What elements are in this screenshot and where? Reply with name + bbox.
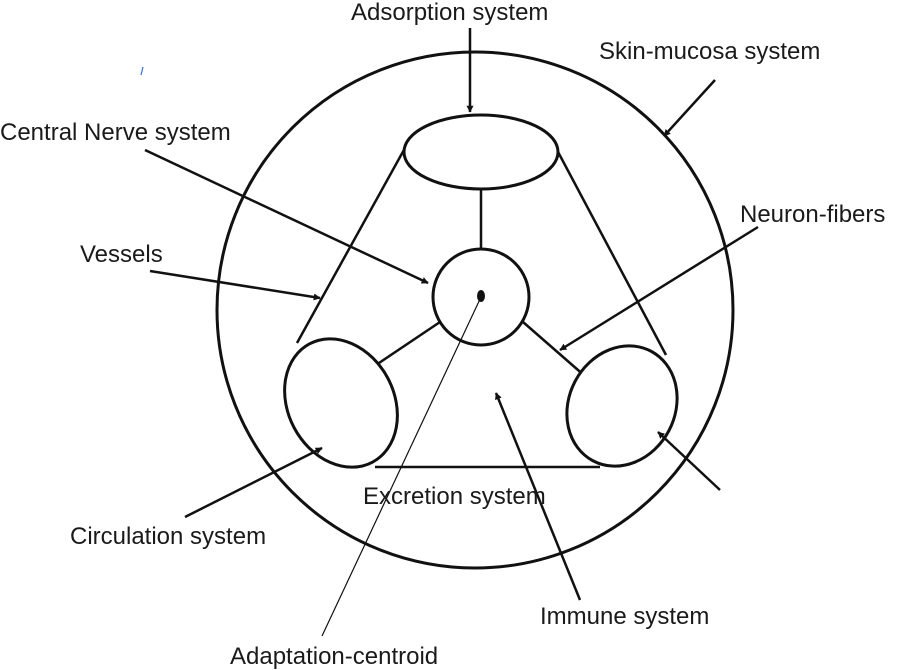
arrow-vessels <box>149 269 321 301</box>
label-adaptation-centroid: Adaptation-centroid <box>230 643 438 670</box>
label-immune-system: Immune system <box>540 603 709 630</box>
triangle-right-edge <box>555 149 668 356</box>
arrow-right-ellipse <box>657 431 721 491</box>
label-neuron-fibers: Neuron-fibers <box>740 201 885 228</box>
label-adsorption-system: Adsorption system <box>351 0 548 26</box>
arrow-central-nerve <box>144 148 429 285</box>
arrow-circulation <box>184 446 323 519</box>
centroid-dot <box>477 290 485 302</box>
top-ellipse <box>402 113 560 191</box>
label-central-nerve-system: Central Nerve system <box>0 119 231 146</box>
arrow-skin-mucosa <box>663 79 716 137</box>
label-circulation-system: Circulation system <box>70 523 266 550</box>
spoke-left <box>372 320 441 369</box>
line-adaptation-centroid <box>321 296 482 637</box>
arrow-immune <box>494 392 582 601</box>
label-excretion-system: Excretion system <box>363 483 546 510</box>
spoke-right <box>522 321 587 378</box>
label-vessels: Vessels <box>80 241 163 268</box>
left-ellipse <box>283 337 399 469</box>
right-ellipse <box>565 344 679 468</box>
label-skin-mucosa-system: Skin-mucosa system <box>599 38 820 65</box>
stray-mark <box>140 66 144 76</box>
arrow-neuron-fibers <box>559 225 759 352</box>
